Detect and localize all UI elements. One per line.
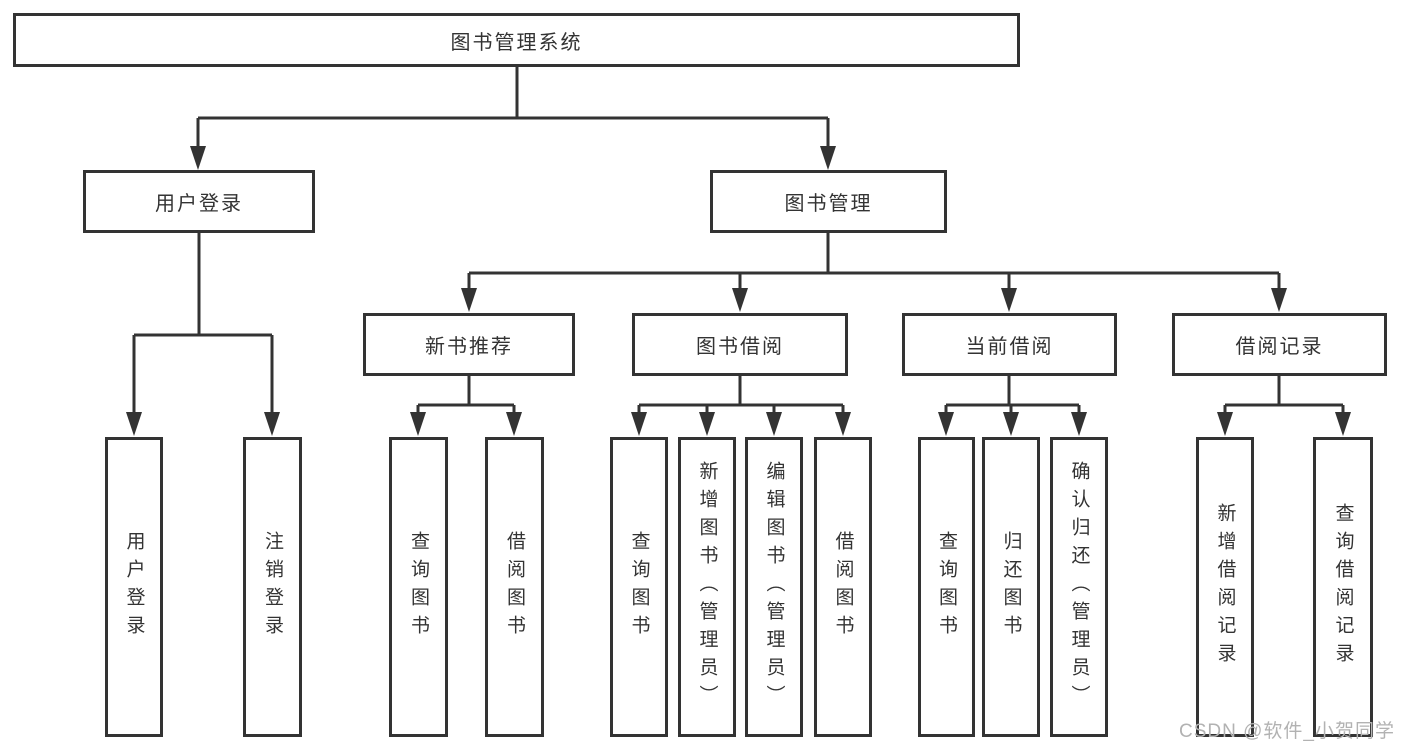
leaf-label: 查询借阅记录 bbox=[1332, 503, 1354, 671]
leaf-label: 新增图书（管理员） bbox=[696, 461, 718, 713]
leaf-label: 查询图书 bbox=[628, 531, 650, 643]
confirm-return-admin-leaf: 确认归还（管理员） bbox=[1050, 437, 1108, 737]
leaf-label: 查询图书 bbox=[408, 531, 429, 643]
query-borrow-record-leaf: 查询借阅记录 bbox=[1313, 437, 1373, 737]
leaf-label: 归还图书 bbox=[1000, 531, 1022, 643]
root-node: 图书管理系统 bbox=[13, 13, 1020, 67]
borrow-record-node: 借阅记录 bbox=[1172, 313, 1387, 376]
edit-books-admin-leaf: 编辑图书（管理员） bbox=[745, 437, 803, 737]
borrow-books-leaf: 借阅图书 bbox=[814, 437, 872, 737]
user-login-leaf: 用户登录 bbox=[105, 437, 163, 737]
add-borrow-record-leaf: 新增借阅记录 bbox=[1196, 437, 1254, 737]
leaf-label: 借阅图书 bbox=[504, 531, 525, 643]
query-books-borrow-leaf: 查询图书 bbox=[610, 437, 668, 737]
query-books-recommend-leaf: 查询图书 bbox=[389, 437, 448, 737]
user-login-node: 用户登录 bbox=[83, 170, 315, 233]
leaf-label: 编辑图书（管理员） bbox=[763, 461, 785, 713]
leaf-label: 确认归还（管理员） bbox=[1068, 461, 1090, 713]
csdn-watermark: CSDN @软件_小贺同学 bbox=[1179, 721, 1395, 742]
borrow-books-recommend-leaf: 借阅图书 bbox=[485, 437, 544, 737]
leaf-label: 注销登录 bbox=[262, 531, 283, 643]
leaf-label: 新增借阅记录 bbox=[1214, 503, 1236, 671]
return-books-leaf: 归还图书 bbox=[982, 437, 1040, 737]
leaf-label: 用户登录 bbox=[123, 531, 145, 643]
book-management-node: 图书管理 bbox=[710, 170, 947, 233]
book-borrow-node: 图书借阅 bbox=[632, 313, 848, 376]
current-borrow-node: 当前借阅 bbox=[902, 313, 1117, 376]
query-books-current-leaf: 查询图书 bbox=[918, 437, 975, 737]
add-books-admin-leaf: 新增图书（管理员） bbox=[678, 437, 736, 737]
leaf-label: 借阅图书 bbox=[832, 531, 854, 643]
logout-leaf: 注销登录 bbox=[243, 437, 302, 737]
leaf-label: 查询图书 bbox=[936, 531, 957, 643]
new-book-recommend-node: 新书推荐 bbox=[363, 313, 575, 376]
